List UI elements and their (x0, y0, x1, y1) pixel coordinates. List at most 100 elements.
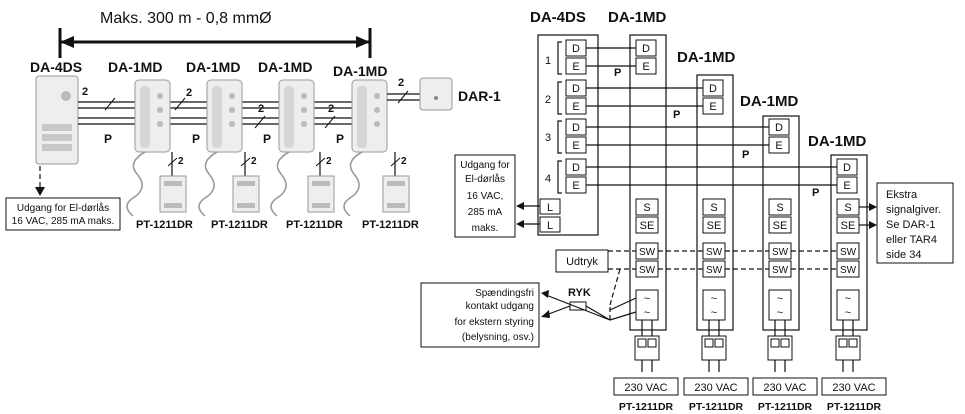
vac-label-4: 230 VAC (832, 382, 875, 394)
contact-note (420, 282, 540, 348)
lock-note-line-2: 16 VAC, 285 mA maks. (12, 216, 115, 227)
md-outline-2 (696, 74, 734, 331)
svg-text:1: 1 (545, 55, 551, 67)
wire-p-md-1: P (614, 67, 621, 79)
wire-p-2: P (192, 132, 200, 146)
svg-text:2: 2 (82, 86, 88, 98)
psu-bottom-label-2: PT-1211DR (689, 401, 744, 413)
psu-left-3: 2 (307, 152, 335, 213)
svg-text:~: ~ (845, 307, 851, 319)
svg-text:285 mA: 285 mA (468, 207, 503, 218)
psu-bottom-label-4: PT-1211DR (827, 401, 882, 413)
extra-signal-note (876, 182, 954, 264)
udtryk-label: Udtryk (566, 256, 598, 268)
svg-text:16 VAC,: 16 VAC, (467, 191, 504, 202)
svg-text:D: D (572, 83, 580, 95)
psu-right-3 (767, 320, 793, 372)
md-stack-2: S SE SW SW ~ ~ (702, 198, 726, 321)
svg-text:SW: SW (840, 247, 857, 258)
svg-text:2: 2 (178, 156, 184, 167)
vac-label-3: 230 VAC (763, 382, 806, 394)
md-label-4: DA-1MD (808, 133, 866, 150)
svg-text:~: ~ (644, 307, 650, 319)
svg-text:L: L (547, 220, 553, 232)
svg-text:El-dørlås: El-dørlås (465, 173, 505, 185)
relay-icon (569, 301, 587, 311)
svg-text:2: 2 (326, 156, 332, 167)
phone-label-3: DA-1MD (258, 59, 312, 75)
svg-text:~: ~ (845, 293, 851, 305)
installation-overview: Maks. 300 m - 0,8 mmØ DA-4DS DA-1MD DA-1… (5, 10, 501, 231)
svg-text:Ekstra: Ekstra (886, 189, 918, 201)
svg-text:E: E (572, 140, 579, 152)
schematic-title-md-1: DA-1MD (608, 9, 666, 26)
svg-text:eller TAR4: eller TAR4 (886, 234, 937, 246)
wire-p-md-4: P (812, 187, 819, 199)
dimension-label: Maks. 300 m - 0,8 mmØ (100, 10, 272, 27)
md-outline-1 (629, 34, 667, 331)
svg-text:2: 2 (251, 156, 257, 167)
md-stack-1: S SE SW SW ~ ~ (635, 198, 659, 321)
handset-2 (198, 79, 243, 217)
svg-text:D: D (843, 162, 851, 174)
svg-text:E: E (775, 140, 782, 152)
svg-text:2: 2 (545, 94, 551, 106)
panel-label: DA-4DS (30, 59, 82, 75)
md-label-3: DA-1MD (740, 93, 798, 110)
svg-text:SE: SE (707, 220, 722, 232)
svg-text:~: ~ (711, 293, 717, 305)
svg-text:2: 2 (328, 103, 334, 115)
md-outline-4 (830, 154, 868, 331)
svg-text:signalgiver.: signalgiver. (886, 204, 941, 216)
svg-text:D: D (572, 43, 580, 55)
md-stack-3: S SE SW SW ~ ~ (768, 198, 792, 321)
door-panel (35, 75, 79, 165)
svg-text:~: ~ (777, 307, 783, 319)
svg-text:E: E (572, 61, 579, 73)
svg-text:for ekstern styring: for ekstern styring (455, 317, 534, 328)
svg-text:SW: SW (639, 265, 656, 276)
panel-outline (537, 34, 599, 236)
svg-text:SW: SW (840, 265, 857, 276)
svg-text:E: E (642, 61, 649, 73)
psu-bottom-label-1: PT-1211DR (619, 401, 674, 413)
push-button-box (555, 249, 609, 273)
wire-p-4: P (336, 132, 344, 146)
md-label-2: DA-1MD (677, 49, 735, 66)
psu-label-4: PT-1211DR (362, 219, 419, 231)
svg-text:D: D (572, 122, 580, 134)
svg-text:Spændingsfri: Spændingsfri (475, 288, 534, 299)
wire-p-md-3: P (742, 149, 749, 161)
svg-text:SE: SE (773, 220, 788, 232)
svg-text:2: 2 (398, 77, 404, 89)
phone-label-4: DA-1MD (333, 63, 387, 79)
svg-text:E: E (572, 180, 579, 192)
svg-text:SE: SE (841, 220, 856, 232)
svg-text:Se DAR-1: Se DAR-1 (886, 219, 936, 231)
svg-text:D: D (775, 122, 783, 134)
panel-terminals: D E D E D E D E L L (539, 39, 587, 233)
svg-text:E: E (572, 101, 579, 113)
svg-text:(belysning, osv.): (belysning, osv.) (462, 332, 534, 343)
svg-text:SW: SW (772, 247, 789, 258)
svg-text:SE: SE (640, 220, 655, 232)
svg-text:3: 3 (545, 132, 551, 144)
dar-label: DAR-1 (458, 88, 501, 104)
psu-left-4: 2 (382, 152, 410, 213)
wiring-schematic: DA-4DS DA-1MD DA-1MD DA-1MD DA-1MD 1 2 3… (420, 9, 954, 413)
wire-p-md-2: P (673, 109, 680, 121)
svg-text:D: D (572, 162, 580, 174)
dar-1-device (419, 77, 453, 111)
svg-text:side 34: side 34 (886, 249, 921, 261)
svg-text:2: 2 (401, 156, 407, 167)
svg-text:S: S (844, 202, 851, 214)
handset-3 (270, 79, 315, 217)
svg-text:~: ~ (711, 307, 717, 319)
psu-bottom-label-3: PT-1211DR (758, 401, 813, 413)
svg-text:Udgang for: Udgang for (460, 160, 510, 171)
svg-text:2: 2 (258, 103, 264, 115)
svg-text:SW: SW (639, 247, 656, 258)
svg-text:E: E (709, 101, 716, 113)
svg-text:L: L (547, 202, 553, 214)
